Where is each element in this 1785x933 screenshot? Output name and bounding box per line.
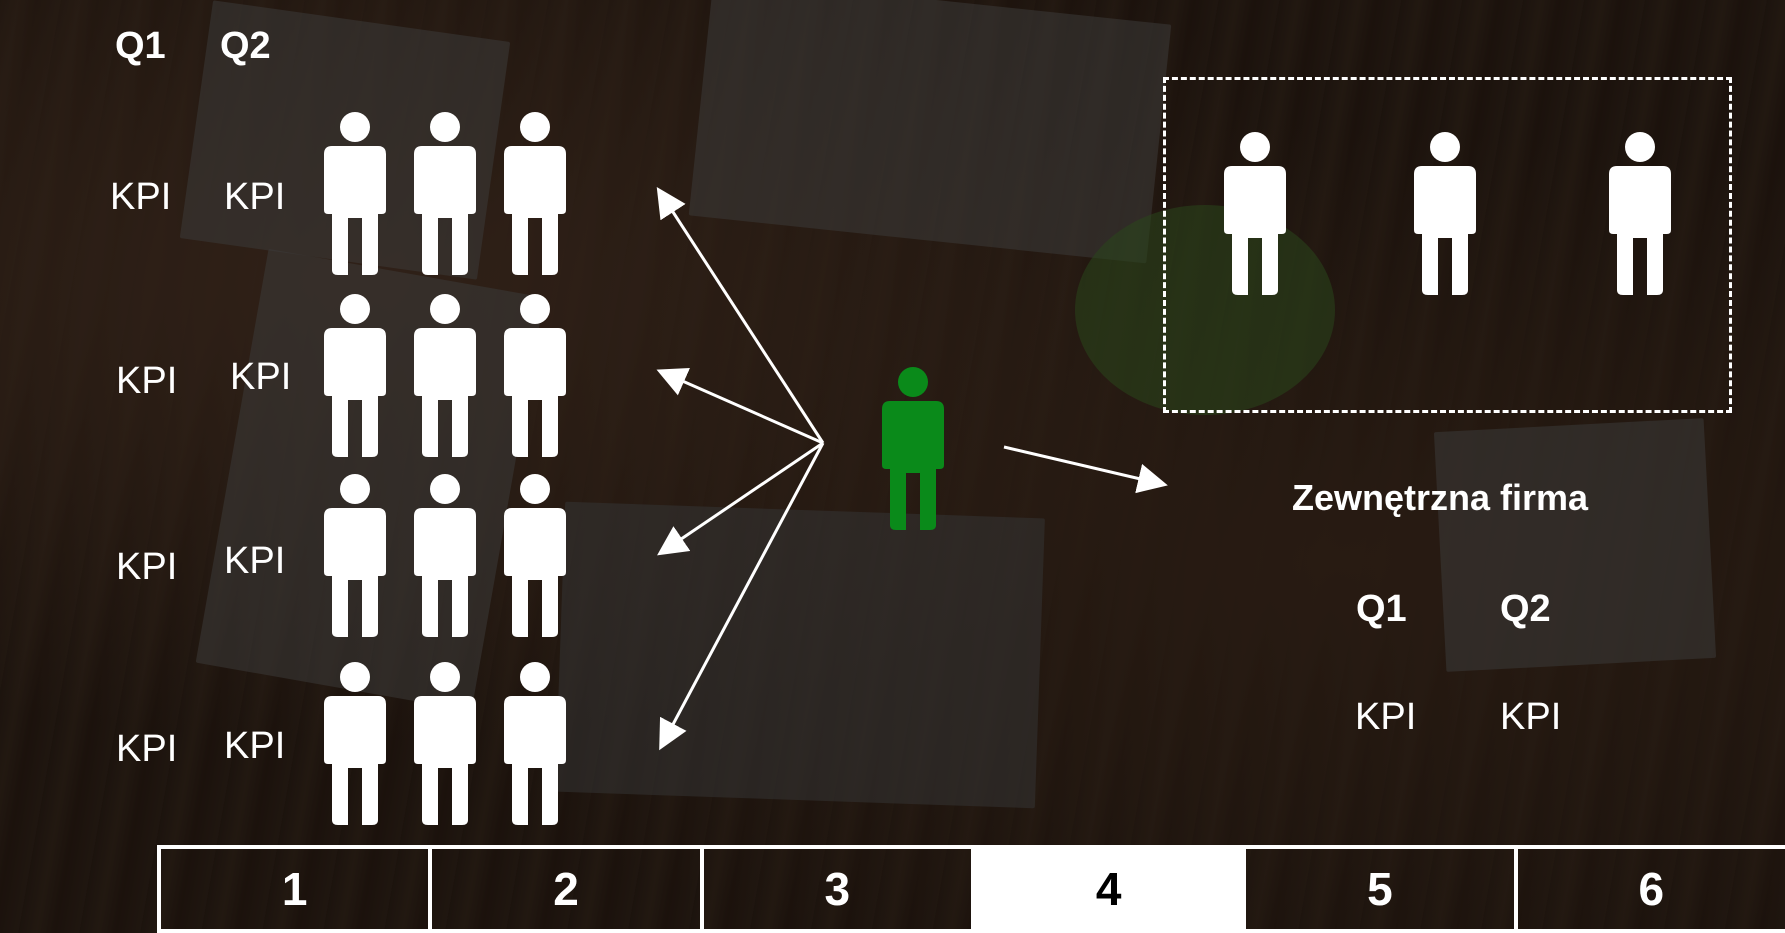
step-tab-label: 1 [281,863,308,915]
kpi-label: KPI [224,176,286,218]
kpi-label: KPI [224,725,286,767]
person-icon [414,112,476,275]
step-tab-label: 5 [1367,863,1393,915]
step-tab-label: 3 [824,863,851,915]
kpi-label: KPI [116,728,178,770]
manager-icon [882,367,944,530]
kpi-label: KPI [224,540,286,582]
step-tab-label: 6 [1638,863,1665,915]
step-tab-label: 4 [1095,863,1122,915]
person-icon [504,662,566,825]
arrow-icon [656,367,824,445]
arrow-icon [659,442,825,751]
external-team-box [1163,77,1732,413]
header-q2: Q2 [220,25,271,67]
person-icon [414,662,476,825]
kpi-label: KPI [110,176,172,218]
step-tab-5[interactable]: 5 [1242,845,1514,933]
header-q1: Q1 [115,25,166,67]
step-tab-2[interactable]: 2 [428,845,700,933]
external-kpi-label: KPI [1355,696,1417,738]
kpi-label: KPI [116,360,178,402]
kpi-label: KPI [116,546,178,588]
external-kpi-label: KPI [1500,696,1562,738]
step-tab-1[interactable]: 1 [157,845,429,933]
external-header-q2: Q2 [1500,588,1551,630]
step-tab-3[interactable]: 3 [699,845,971,933]
arrow-icon [656,186,825,444]
person-icon [1414,132,1476,295]
step-tab-label: 2 [553,863,579,915]
person-icon [1609,132,1671,295]
step-tabs: 1 2 3 4 5 6 [157,845,1785,933]
arrow-icon [1003,445,1168,494]
arrow-icon [657,441,824,556]
person-icon [1224,132,1286,295]
person-icon [324,662,386,825]
person-icon [324,112,386,275]
person-icon [504,112,566,275]
person-icon [414,474,476,637]
step-tab-4[interactable]: 4 [970,845,1243,933]
person-icon [504,474,566,637]
person-icon [324,294,386,457]
kpi-label: KPI [230,356,292,398]
person-icon [324,474,386,637]
person-icon [504,294,566,457]
plant-shape [1075,205,1335,415]
person-icon [414,294,476,457]
external-header-q1: Q1 [1356,588,1407,630]
external-company-label: Zewnętrzna firma [1292,477,1589,518]
step-tab-6[interactable]: 6 [1513,845,1785,933]
